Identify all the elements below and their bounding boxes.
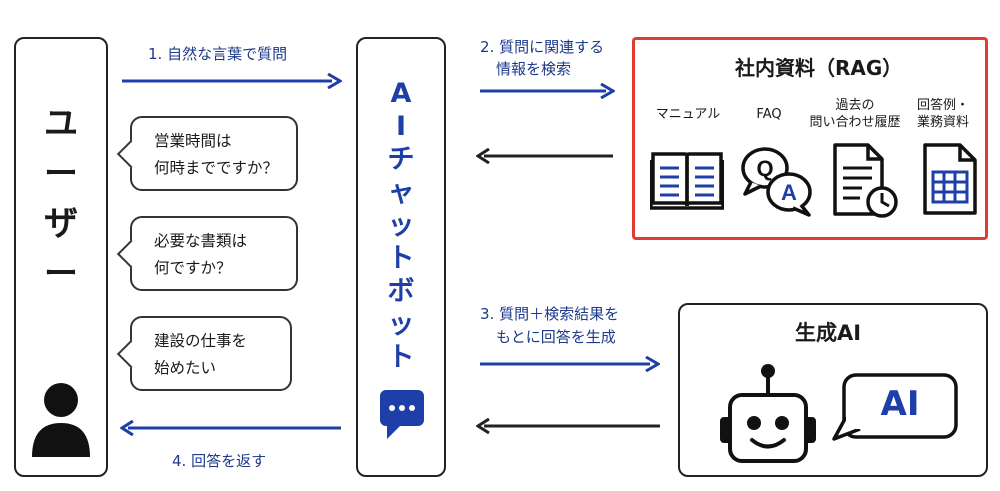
spreadsheet-icon xyxy=(923,143,977,215)
step3-label-line2: もとに回答を生成 xyxy=(496,328,616,346)
user-panel: ユ ー ザ ー xyxy=(14,37,108,477)
chatbot-title: A I チ ャ ッ ト ボ ッ ト xyxy=(358,77,444,374)
step1-label: 1. 自然な言葉で質問 xyxy=(148,45,288,63)
step3-label-line1: 3. 質問＋検索結果を xyxy=(480,305,620,323)
question-line: 必要な書類は xyxy=(154,232,248,250)
resource-label-faq: FAQ xyxy=(756,107,782,122)
question-line: 営業時間は xyxy=(154,132,232,150)
chatbot-title-char: I xyxy=(395,111,407,142)
chat-bubble-icon xyxy=(380,390,424,439)
history-document-icon xyxy=(833,143,898,218)
svg-text:A: A xyxy=(781,180,797,205)
step4-label: 4. 回答を返す xyxy=(172,452,267,470)
chatbot-title-char: ャ xyxy=(387,177,415,208)
question-line: 何ですか？ xyxy=(154,259,232,277)
chatbot-title-char: ト xyxy=(387,243,415,274)
chatbot-title-char: チ xyxy=(387,144,415,175)
arrow-chatbot-to-resources xyxy=(480,83,615,99)
internal-resources-panel: 社内資料（RAG） マニュアル FAQ 過去の 問い合わせ履歴 回答例・ 業務資… xyxy=(632,37,988,240)
resource-label-history: 過去の 問い合わせ履歴 xyxy=(809,98,901,130)
book-icon xyxy=(650,152,724,210)
user-title-char: ユ xyxy=(44,104,78,144)
arrow-chatbot-to-ai xyxy=(480,356,660,372)
question-line: 何時までですか？ xyxy=(154,159,279,177)
user-title-char: ザ xyxy=(44,204,78,244)
chatbot-panel: A I チ ャ ッ ト ボ ッ ト xyxy=(356,37,446,477)
resource-label-answers: 回答例・ 業務資料 xyxy=(916,98,969,130)
user-title-char: ー xyxy=(44,154,78,194)
chatbot-title-char: ッ xyxy=(387,210,415,241)
generative-ai-title: 生成AI xyxy=(795,321,862,345)
user-title: ユ ー ザ ー xyxy=(16,99,106,299)
arrow-ai-to-chatbot xyxy=(476,418,660,434)
generative-ai-panel: 生成AI AI xyxy=(678,303,988,477)
ai-speech-text: AI xyxy=(880,384,920,424)
ai-speech-bubble-icon xyxy=(832,373,958,441)
question-bubble: 必要な書類は 何ですか？ xyxy=(116,216,298,291)
question-line: 建設の仕事を xyxy=(154,332,248,350)
chatbot-title-char: ッ xyxy=(387,309,415,340)
user-avatar-icon xyxy=(32,383,90,457)
robot-icon xyxy=(720,364,816,463)
question-bubble: 営業時間は 何時までですか？ xyxy=(116,116,298,191)
arrow-chatbot-to-user xyxy=(120,420,341,436)
internal-resources-title: 社内資料（RAG） xyxy=(735,56,903,80)
chatbot-title-char: A xyxy=(390,78,412,109)
resource-label-manual: マニュアル xyxy=(655,107,721,122)
arrow-user-to-chatbot xyxy=(122,73,342,89)
step2-label-line1: 2. 質問に関連する xyxy=(480,38,605,56)
question-line: 始めたい xyxy=(154,359,217,377)
chatbot-title-char: ボ xyxy=(387,276,415,307)
question-bubble: 建設の仕事を 始めたい xyxy=(116,316,292,391)
step2-label-line2: 情報を検索 xyxy=(496,60,572,78)
svg-text:Q: Q xyxy=(756,156,773,181)
chatbot-title-char: ト xyxy=(387,342,415,373)
arrow-resources-to-chatbot xyxy=(476,148,613,164)
user-title-char: ー xyxy=(44,254,78,294)
qa-bubbles-icon: Q A xyxy=(741,147,812,217)
